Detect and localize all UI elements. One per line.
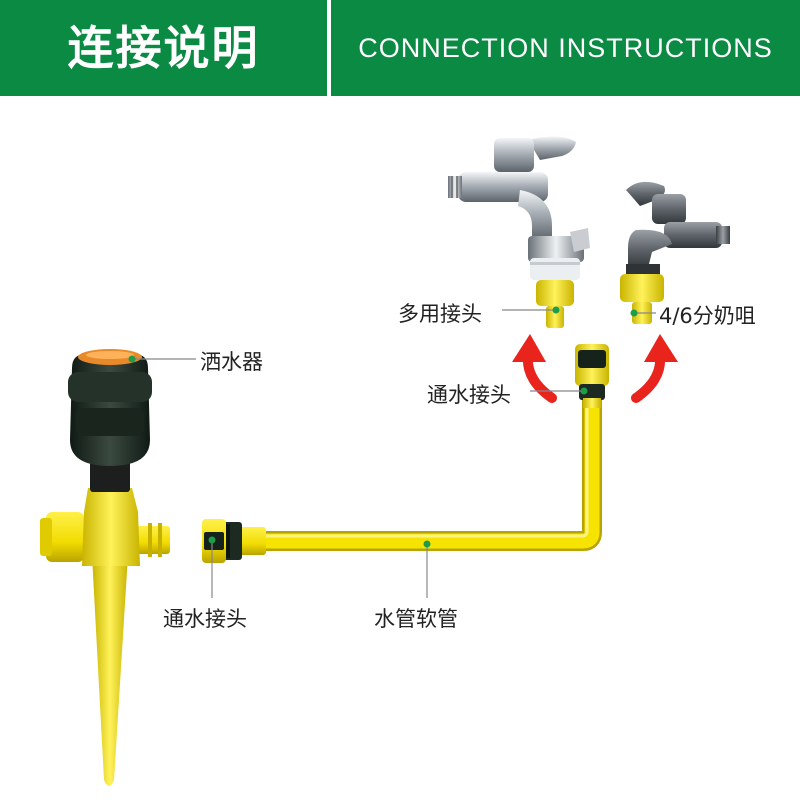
sprinkler <box>40 349 170 786</box>
label-hose: 水管软管 <box>374 603 458 633</box>
leader-dots <box>129 307 638 548</box>
label-water-connector-top: 通水接头 <box>427 379 511 409</box>
label-faucet-46: 4/6分奶咀 <box>659 300 756 330</box>
label-water-connector-bottom: 通水接头 <box>163 603 247 633</box>
arrow-right-red <box>636 334 678 398</box>
arrow-left-red <box>512 334 552 398</box>
label-sprinkler: 洒水器 <box>200 346 263 376</box>
label-universal-connector: 多用接头 <box>398 298 482 328</box>
water-connector-top <box>575 344 609 408</box>
hose <box>262 395 592 541</box>
